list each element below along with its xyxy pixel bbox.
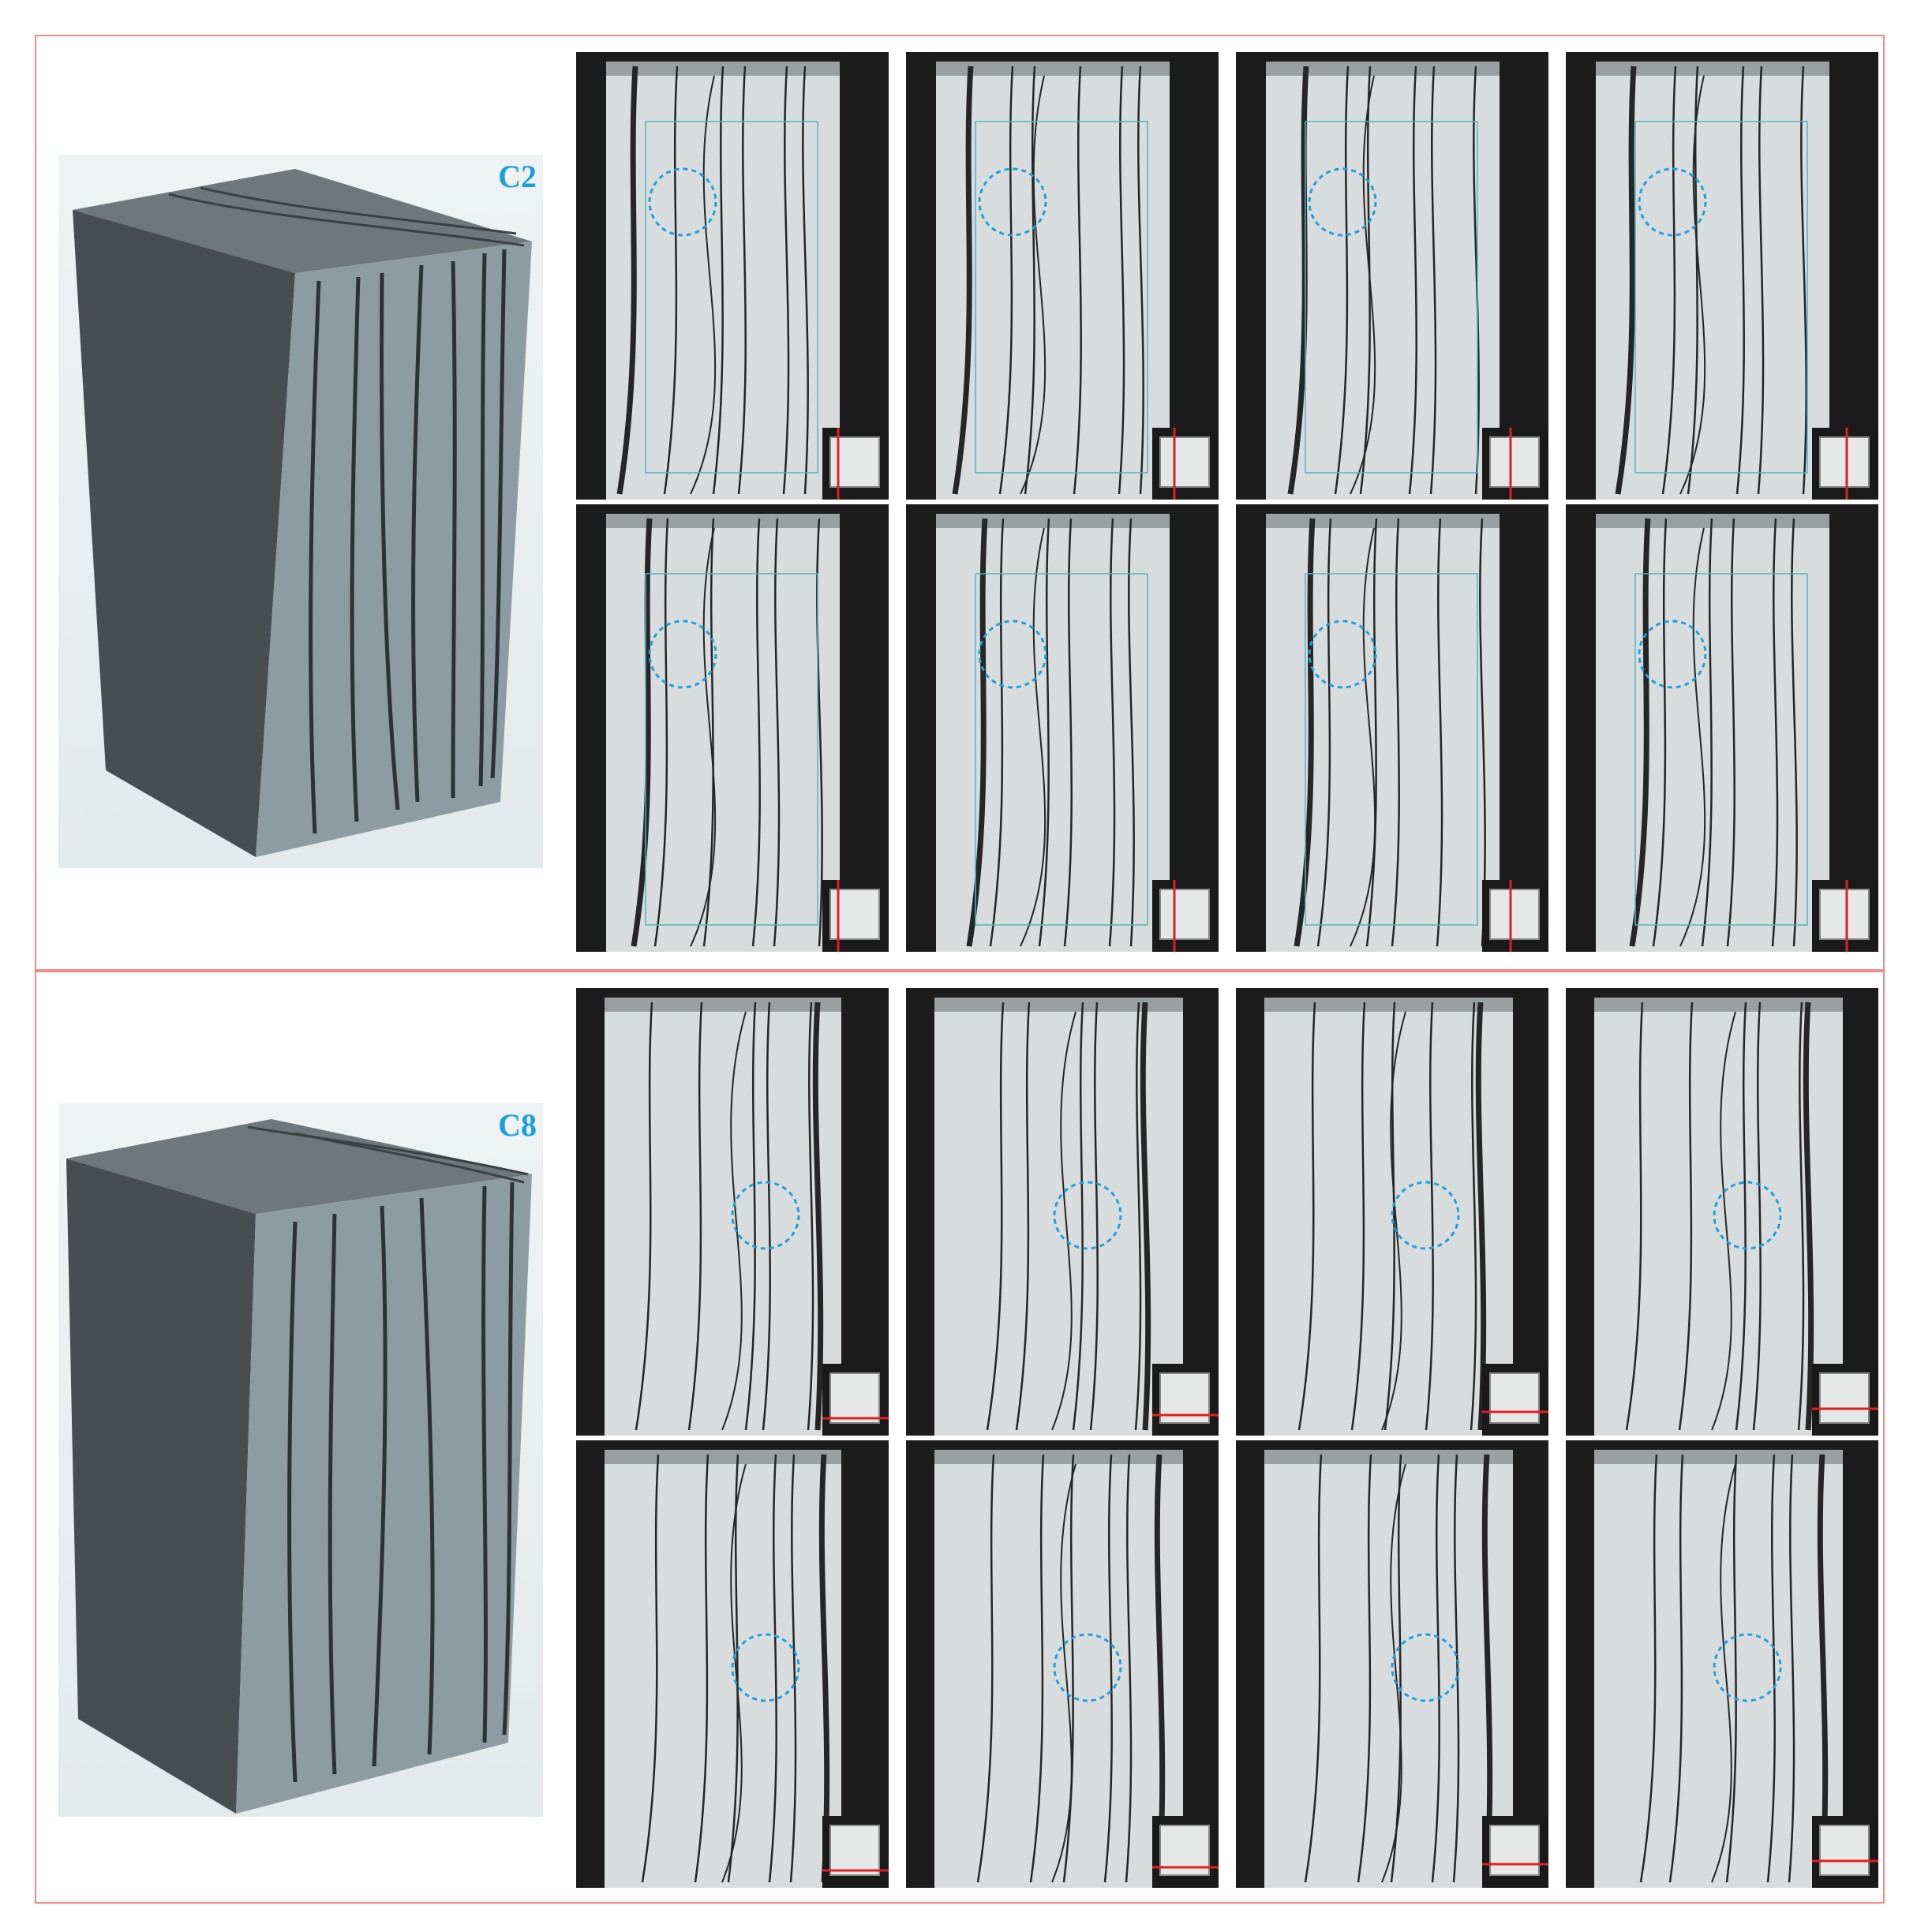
ct-slice-image (605, 1450, 889, 1888)
slice-position-inset-icon (1482, 1364, 1548, 1436)
ct-slice-image (1596, 514, 1878, 952)
ct-slice-image (934, 998, 1219, 1436)
ct-slice-image (1266, 62, 1548, 500)
ct-slice-image (1264, 998, 1548, 1436)
ct-volume-icon (73, 169, 532, 857)
ct-slice-image (1596, 62, 1878, 500)
slice-position-inset-icon (1152, 880, 1219, 952)
ct-slice-c8-6 (906, 1440, 1219, 1888)
dashed-circle-marker-icon (648, 167, 717, 237)
ct-slice-c2-7 (1236, 504, 1548, 952)
sample-label-c8: C8 (498, 1107, 537, 1143)
dashed-circle-marker-icon (1053, 1633, 1122, 1702)
slice-position-inset-icon (1482, 428, 1548, 500)
slice-position-inset-icon (822, 1816, 889, 1888)
dashed-circle-marker-icon (978, 620, 1047, 689)
ct-slice-c2-2 (906, 52, 1219, 500)
sample-label-c2: C2 (498, 159, 537, 194)
ct-slice-c8-1 (576, 988, 889, 1436)
dashed-circle-marker-icon (1308, 620, 1377, 689)
dashed-circle-marker-icon (1713, 1181, 1782, 1250)
ct-slice-image (1264, 1450, 1548, 1888)
ct-slice-image (936, 514, 1219, 952)
ct-slice-image (1594, 1450, 1878, 1888)
slice-position-inset-icon (1482, 1816, 1548, 1888)
ct-slice-image (936, 62, 1219, 500)
slice-grid-c2 (576, 52, 1878, 952)
slice-grid-c8 (576, 988, 1878, 1888)
ct-slice-c8-3 (1236, 988, 1548, 1436)
dashed-circle-marker-icon (1053, 1181, 1122, 1250)
slice-position-inset-icon (1812, 1364, 1878, 1436)
ct-slice-c2-6 (906, 504, 1219, 952)
slice-position-inset-icon (1812, 1816, 1878, 1888)
dashed-circle-marker-icon (1391, 1181, 1460, 1250)
dashed-circle-marker-icon (978, 167, 1047, 237)
ct-slice-image (1266, 514, 1548, 952)
slice-position-inset-icon (1812, 880, 1878, 952)
slice-position-inset-icon (1152, 428, 1219, 500)
ct-3d-model-c8: C8 (58, 1103, 543, 1817)
dashed-circle-marker-icon (1638, 620, 1707, 689)
slice-position-inset-icon (1152, 1816, 1219, 1888)
ct-slice-image (934, 1450, 1219, 1888)
ct-slice-c2-3 (1236, 52, 1548, 500)
dashed-circle-marker-icon (1638, 167, 1707, 237)
slice-position-inset-icon (822, 880, 889, 952)
ct-3d-model-c2: C2 (58, 155, 543, 868)
dashed-circle-marker-icon (731, 1181, 800, 1250)
slice-position-inset-icon (822, 1364, 889, 1436)
panel-c8: C8 (35, 971, 1885, 1904)
ct-slice-image (606, 62, 889, 500)
ct-volume-icon (66, 1119, 532, 1814)
ct-slice-c2-5 (576, 504, 889, 952)
ct-slice-c2-8 (1566, 504, 1878, 952)
ct-slice-c8-5 (576, 1440, 889, 1888)
ct-slice-image (606, 514, 889, 952)
slice-position-inset-icon (1812, 428, 1878, 500)
ct-slice-c8-2 (906, 988, 1219, 1436)
ct-slice-c2-1 (576, 52, 889, 500)
dashed-circle-marker-icon (1391, 1633, 1460, 1702)
dashed-circle-marker-icon (731, 1633, 800, 1702)
dashed-circle-marker-icon (648, 620, 717, 689)
slice-position-inset-icon (1152, 1364, 1219, 1436)
ct-slice-c8-7 (1236, 1440, 1548, 1888)
panel-c2: C2 (35, 35, 1885, 971)
slice-position-inset-icon (822, 428, 889, 500)
dashed-circle-marker-icon (1308, 167, 1377, 237)
ct-slice-c2-4 (1566, 52, 1878, 500)
dashed-circle-marker-icon (1713, 1633, 1782, 1702)
ct-slice-c8-4 (1566, 988, 1878, 1436)
ct-slice-image (1594, 998, 1878, 1436)
slice-position-inset-icon (1482, 880, 1548, 952)
ct-slice-image (605, 998, 889, 1436)
ct-slice-c8-8 (1566, 1440, 1878, 1888)
